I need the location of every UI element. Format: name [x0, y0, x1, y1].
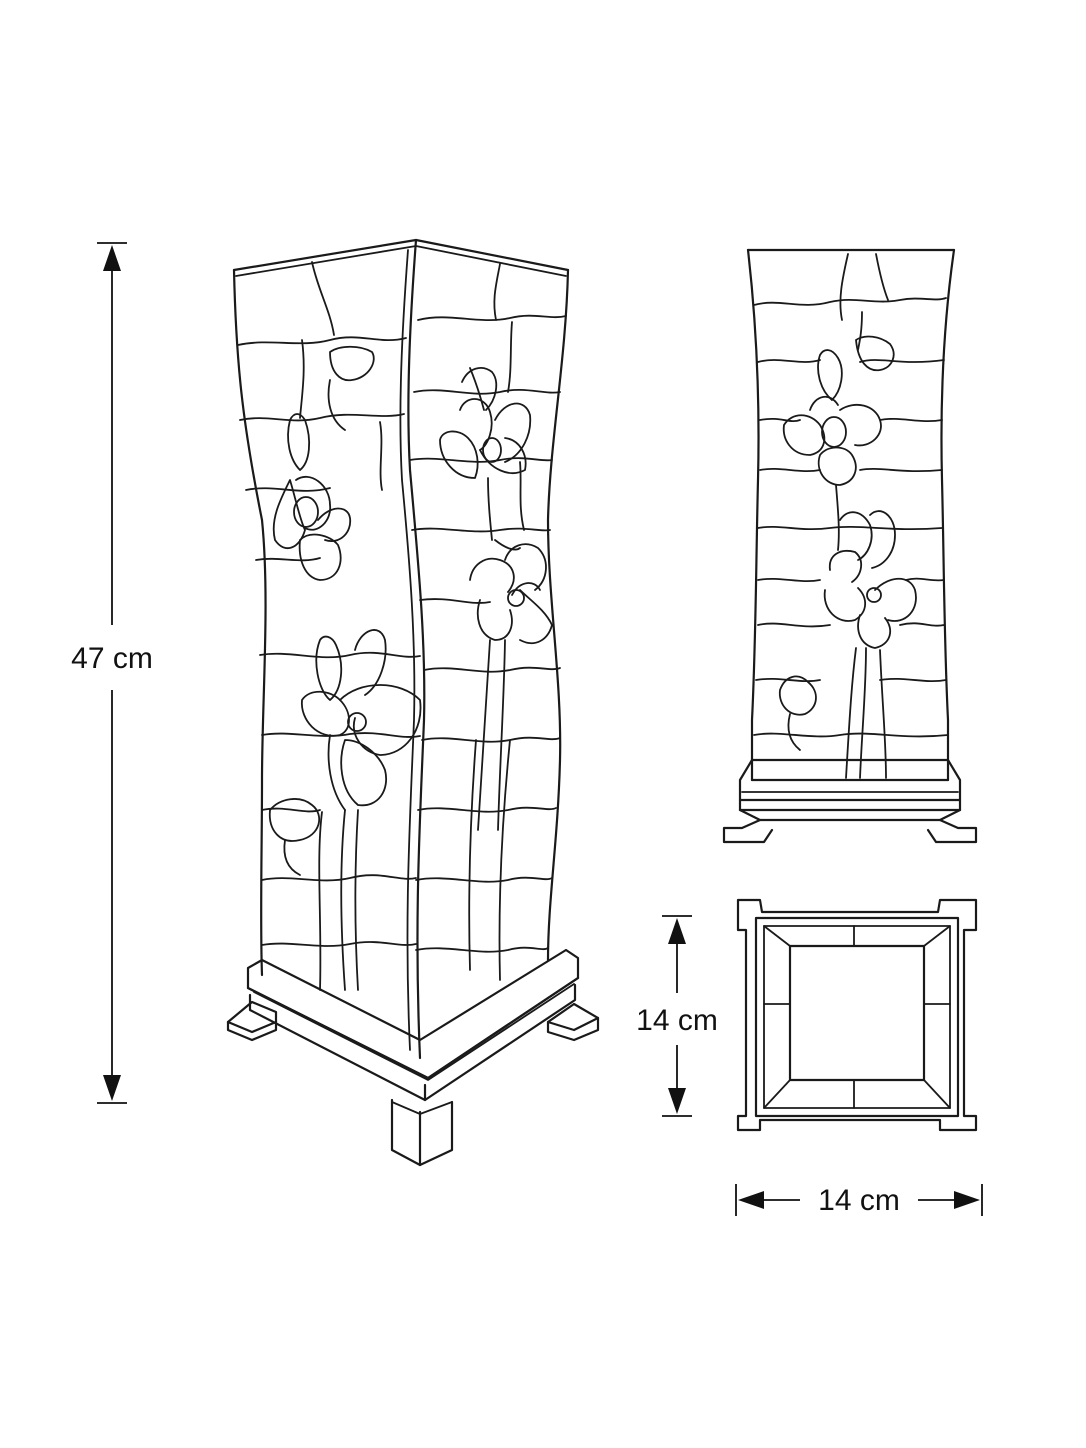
height-arrow-up: [103, 245, 121, 271]
lamp-perspective-view: [226, 238, 600, 1167]
left-face-flower-lower: [268, 629, 422, 991]
lamp-top-view: [736, 898, 978, 1132]
right-face-flower-upper: [439, 367, 532, 541]
depth-arrow-up: [668, 918, 686, 944]
height-dimension: 47 cm: [71, 242, 153, 1104]
front-view-flower-lower: [778, 510, 917, 779]
left-face-flower-upper: [272, 345, 375, 581]
height-label: 47 cm: [71, 642, 153, 675]
depth-label: 14 cm: [636, 1004, 718, 1037]
width-label: 14 cm: [818, 1184, 900, 1217]
front-view-base: [722, 758, 978, 844]
width-arrow-left: [738, 1191, 764, 1209]
depth-arrow-down: [668, 1088, 686, 1114]
height-arrow-down: [103, 1075, 121, 1101]
right-face-flower-lower: [469, 539, 553, 831]
front-view-flower-upper: [782, 335, 895, 551]
lamp-perspective-base: [226, 948, 600, 1167]
width-arrow-right: [954, 1191, 980, 1209]
lamp-front-view: [722, 248, 978, 844]
depth-dimension: 14 cm: [636, 915, 718, 1117]
width-dimension: 14 cm: [735, 1184, 983, 1217]
